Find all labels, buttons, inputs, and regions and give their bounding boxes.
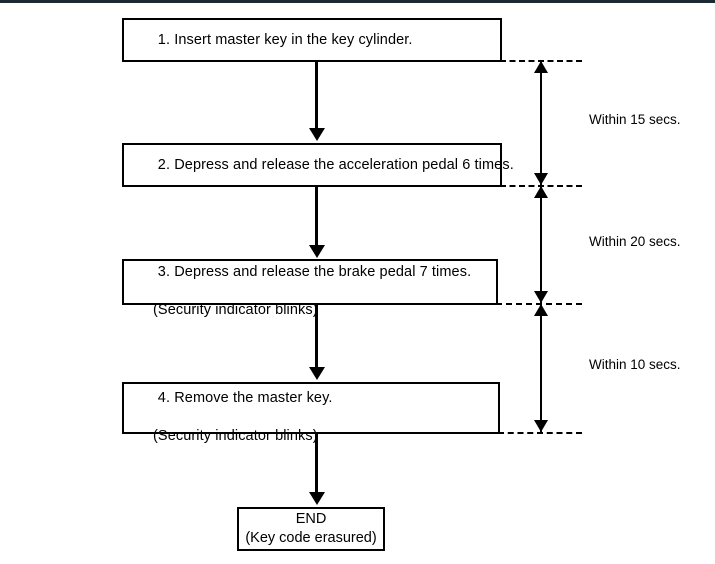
- end-title: END: [295, 511, 327, 527]
- step-3-text: 3. Depress and release the brake pedal 7…: [124, 244, 496, 301]
- step-2-text: 2. Depress and release the acceleration …: [124, 137, 514, 194]
- step-3-note: (Security indicator blinks): [153, 302, 318, 318]
- connector-arrowhead-1-to-2: [309, 128, 325, 141]
- end-box: END (Key code erasured): [237, 507, 385, 551]
- timing-label-3: Within 10 secs.: [589, 357, 681, 372]
- timing-arrowhead-up-3: [534, 304, 548, 316]
- extension-line-step-4: [498, 432, 582, 434]
- step-4-text: 4. Remove the master key.: [124, 370, 498, 427]
- timing-arrowhead-down-3: [534, 420, 548, 432]
- timing-dimension-line-3: [540, 304, 542, 432]
- step-3-label: Depress and release the brake pedal 7 ti…: [174, 264, 472, 280]
- timing-arrowhead-down-2: [534, 291, 548, 303]
- page-top-rule: [0, 0, 715, 3]
- connector-arrowhead-4-to-end: [309, 492, 325, 505]
- end-note: (Key code erasured): [245, 530, 377, 546]
- connector-line-1-to-2: [315, 62, 318, 130]
- timing-arrowhead-up-1: [534, 61, 548, 73]
- process-box-step-1: 1. Insert master key in the key cylinder…: [122, 18, 502, 62]
- connector-arrowhead-2-to-3: [309, 245, 325, 258]
- step-4-note: (Security indicator blinks): [153, 428, 318, 444]
- step-1-text: 1. Insert master key in the key cylinder…: [124, 12, 500, 69]
- process-box-step-4: 4. Remove the master key. (Security indi…: [122, 382, 500, 444]
- step-3-number: 3.: [157, 264, 171, 280]
- step-1-number: 1.: [157, 31, 171, 48]
- step-4-label: Remove the master key.: [174, 390, 333, 406]
- process-box-step-2: 2. Depress and release the acceleration …: [122, 143, 514, 187]
- step-1-label: Insert master key in the key cylinder.: [174, 31, 413, 48]
- timing-dimension-line-2: [540, 186, 542, 303]
- timing-arrowhead-down-1: [534, 173, 548, 185]
- timing-dimension-line-1: [540, 61, 542, 185]
- step-2-label: Depress and release the acceleration ped…: [174, 156, 514, 173]
- process-box-step-3: 3. Depress and release the brake pedal 7…: [122, 259, 498, 318]
- connector-line-2-to-3: [315, 187, 318, 247]
- connector-line-4-to-end: [315, 434, 318, 494]
- timing-label-1: Within 15 secs.: [589, 112, 681, 127]
- timing-arrowhead-up-2: [534, 186, 548, 198]
- step-2-number: 2.: [157, 156, 171, 173]
- timing-label-2: Within 20 secs.: [589, 234, 681, 249]
- connector-arrowhead-3-to-4: [309, 367, 325, 380]
- step-4-number: 4.: [157, 390, 171, 406]
- connector-line-3-to-4: [315, 305, 318, 369]
